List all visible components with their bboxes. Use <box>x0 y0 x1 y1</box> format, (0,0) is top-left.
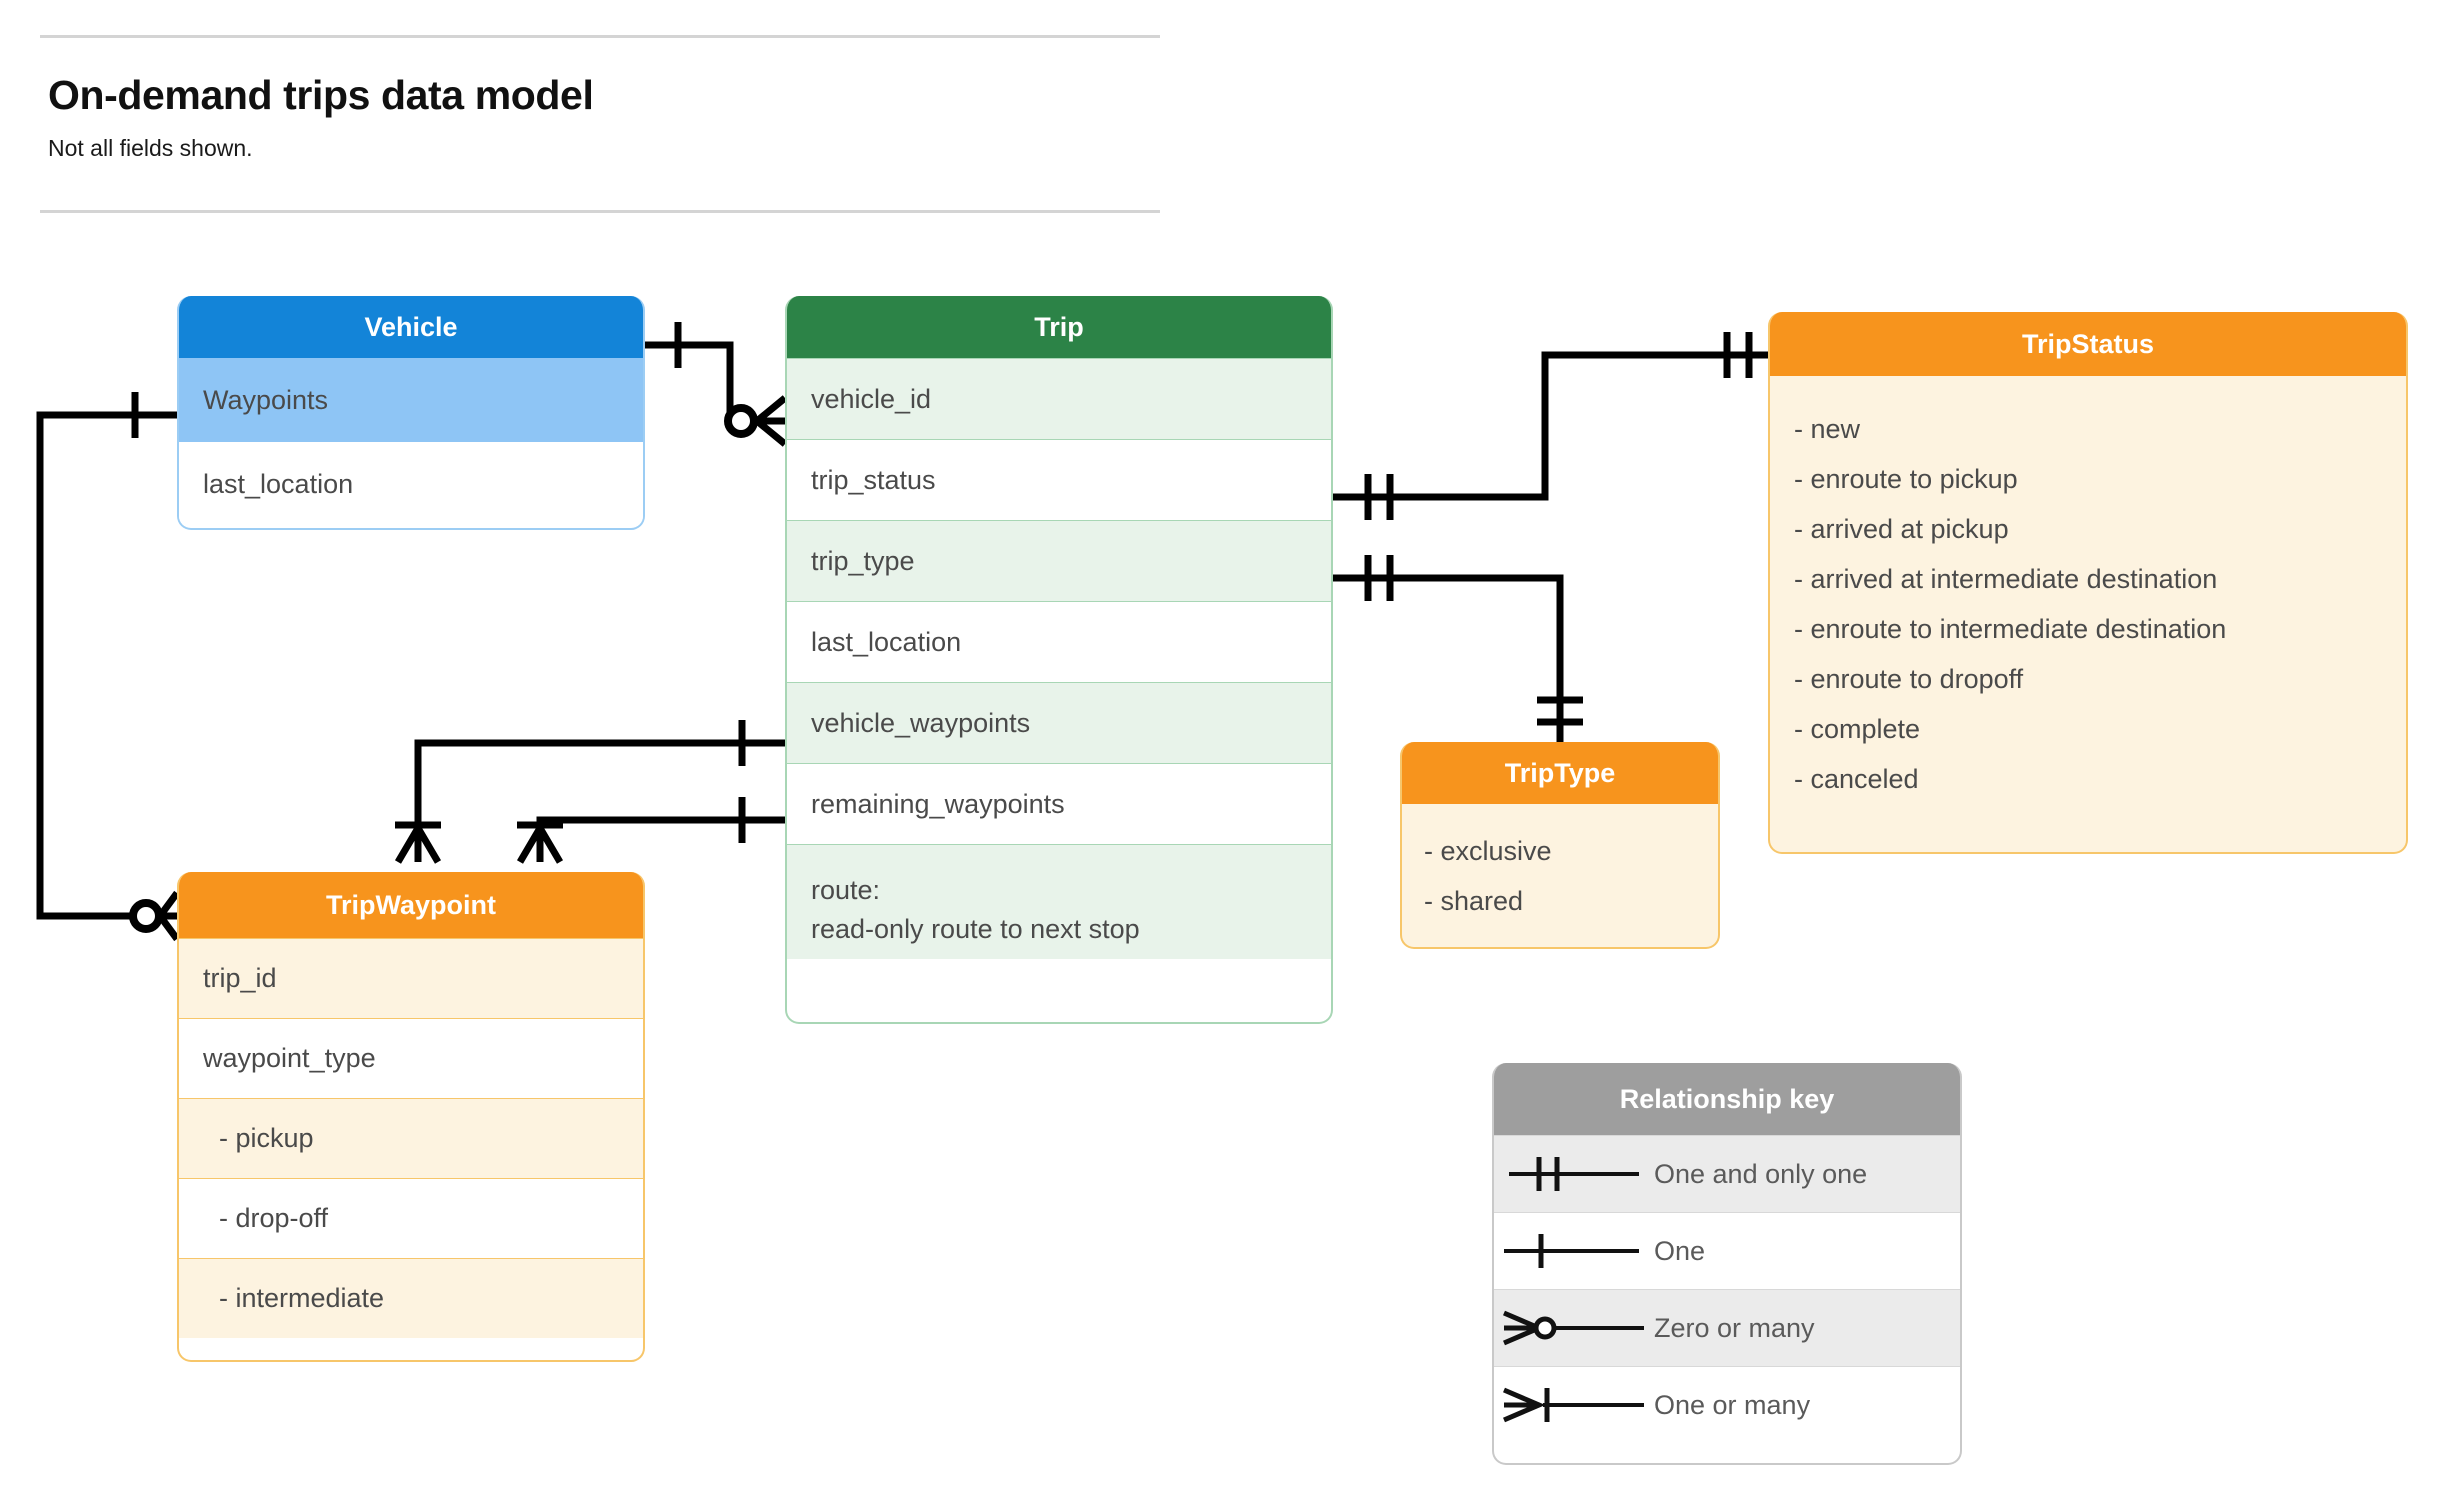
entity-trip-waypoint-title: TripWaypoint <box>179 872 643 938</box>
wire-vehicle-waypoints-field <box>414 739 785 855</box>
legend-row-one-or-many: One or many <box>1494 1366 1960 1443</box>
entity-trip-field-trip-status[interactable]: trip_status <box>787 439 1331 520</box>
list-item: - exclusive <box>1424 836 1552 866</box>
legend-row-one-and-only-one: One and only one <box>1494 1135 1960 1212</box>
entity-trip-type-values: - exclusive - shared <box>1402 804 1718 926</box>
entity-trip-type[interactable]: TripType - exclusive - shared <box>1400 742 1720 949</box>
entity-trip-field-remaining-waypoints[interactable]: remaining_waypoints <box>787 763 1331 844</box>
entity-trip-title: Trip <box>787 296 1331 358</box>
legend-title: Relationship key <box>1494 1063 1960 1135</box>
wire-vehicle-waypoints-to-tripwaypoint <box>36 411 177 920</box>
page-title: On-demand trips data model <box>48 72 594 118</box>
list-item: - enroute to dropoff <box>1794 664 2024 694</box>
entity-vehicle-field-last-location[interactable]: last_location <box>179 442 643 526</box>
entity-trip-status-values: - new - enroute to pickup - arrived at p… <box>1770 376 2406 804</box>
list-item: - arrived at intermediate destination <box>1794 564 2218 594</box>
entity-trip-field-route[interactable]: route: read-only route to next stop <box>787 844 1331 959</box>
legend-row-one: One <box>1494 1212 1960 1289</box>
header-divider-bottom <box>40 210 1160 213</box>
entity-trip-waypoint-field-trip-id[interactable]: trip_id <box>179 938 643 1018</box>
header-divider-top <box>40 35 1160 38</box>
entity-vehicle-title: Vehicle <box>179 296 643 358</box>
entity-trip-type-title: TripType <box>1402 742 1718 804</box>
wire-trip-status-to-tripstatus <box>1333 351 1768 501</box>
entity-trip-waypoint-type-dropoff[interactable]: - drop-off <box>179 1178 643 1258</box>
legend-label: Zero or many <box>1654 1312 1815 1343</box>
legend-label: One or many <box>1654 1389 1811 1420</box>
legend-row-zero-or-many: Zero or many <box>1494 1289 1960 1366</box>
list-item: - enroute to intermediate destination <box>1794 614 2227 644</box>
entity-trip[interactable]: Trip vehicle_id trip_status trip_type la… <box>785 296 1333 1024</box>
page-subtitle: Not all fields shown. <box>48 135 253 161</box>
entity-trip-status[interactable]: TripStatus - new - enroute to pickup - a… <box>1768 312 2408 854</box>
list-item: - enroute to pickup <box>1794 464 2018 494</box>
entity-vehicle-field-waypoints[interactable]: Waypoints <box>179 358 643 442</box>
legend-label: One <box>1654 1235 1706 1266</box>
entity-trip-field-trip-type[interactable]: trip_type <box>787 520 1331 601</box>
wire-remaining-waypoints-field <box>536 816 785 855</box>
one-or-many-icon <box>1494 1380 1654 1430</box>
one-and-only-one-icon <box>1494 1149 1654 1199</box>
entity-trip-waypoint-field-waypoint-type[interactable]: waypoint_type <box>179 1018 643 1098</box>
entity-trip-field-vehicle-id[interactable]: vehicle_id <box>787 358 1331 439</box>
entity-trip-field-last-location[interactable]: last_location <box>787 601 1331 682</box>
zero-or-many-icon <box>1494 1303 1654 1353</box>
list-item: - canceled <box>1794 764 1919 794</box>
list-item: - new <box>1794 414 1861 444</box>
entity-trip-waypoint-type-pickup[interactable]: - pickup <box>179 1098 643 1178</box>
entity-trip-route-note: read-only route to next stop <box>811 914 1140 945</box>
list-item: - complete <box>1794 714 1921 744</box>
list-item: - shared <box>1424 886 1524 916</box>
wire-trip-type-to-triptype <box>1333 574 1564 742</box>
entity-trip-waypoint[interactable]: TripWaypoint trip_id waypoint_type - pic… <box>177 872 645 1362</box>
list-item: - arrived at pickup <box>1794 514 2009 544</box>
entity-trip-route-label: route: <box>811 875 881 905</box>
entity-trip-waypoint-type-intermediate[interactable]: - intermediate <box>179 1258 643 1338</box>
entity-trip-status-title: TripStatus <box>1770 312 2406 376</box>
legend-label: One and only one <box>1654 1158 1868 1189</box>
one-icon <box>1494 1226 1654 1276</box>
entity-vehicle[interactable]: Vehicle Waypoints last_location <box>177 296 645 530</box>
relationship-key-legend[interactable]: Relationship key One and only one One <box>1492 1063 1962 1465</box>
entity-trip-field-vehicle-waypoints[interactable]: vehicle_waypoints <box>787 682 1331 763</box>
wire-vehicle-to-trip <box>645 341 763 425</box>
